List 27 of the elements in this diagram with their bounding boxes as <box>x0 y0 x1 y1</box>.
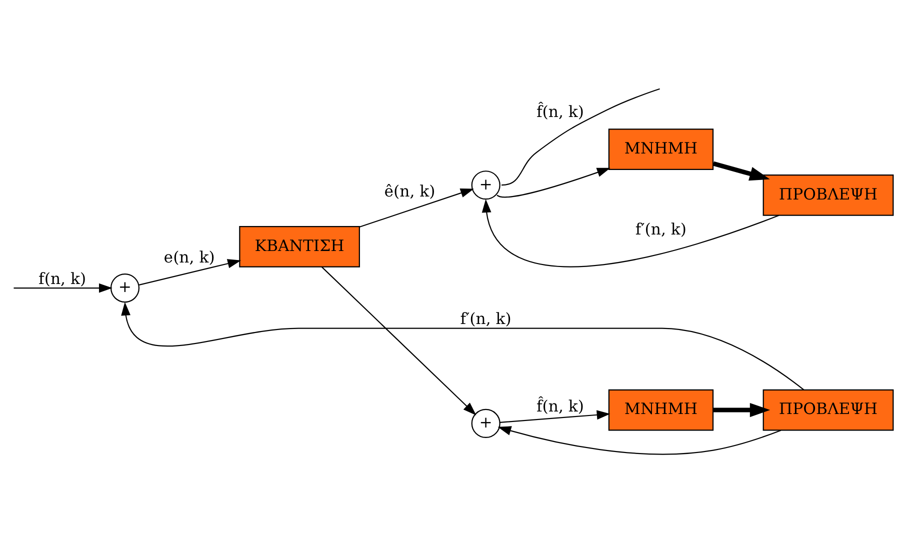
node-box: ΜΝΗΜΗ <box>608 128 714 170</box>
arrow <box>321 266 476 416</box>
edge-label: f̂(n, k) <box>536 102 584 122</box>
node-box: ΚΒΑΝΤΙΣΗ <box>239 226 360 268</box>
arrow <box>713 402 770 418</box>
arrow <box>14 283 112 293</box>
edge-label: f′(n, k) <box>635 220 687 239</box>
arrow <box>359 188 474 228</box>
edge-label: ê(n, k) <box>384 182 436 201</box>
edge-label: f′(n, k) <box>460 309 512 328</box>
arrow <box>496 168 610 198</box>
node-box: ΠΡΟΒΛΕΨΗ <box>762 174 894 216</box>
arrow <box>500 410 610 423</box>
edge-label: f̂(n, k) <box>536 396 584 416</box>
arrow <box>138 259 242 286</box>
node-circle: + <box>110 274 140 303</box>
arrow <box>712 161 770 181</box>
node-box: ΠΡΟΒΛΕΨΗ <box>762 389 894 431</box>
arrow <box>498 426 782 455</box>
node-box: ΜΝΗΜΗ <box>608 389 714 431</box>
edge-label: e(n, k) <box>164 248 215 267</box>
arrow <box>482 199 780 268</box>
node-circle: + <box>471 408 500 438</box>
node-circle: + <box>471 170 500 200</box>
arrow <box>121 302 804 390</box>
connector <box>501 88 660 186</box>
edge-label: f(n, k) <box>38 268 86 288</box>
